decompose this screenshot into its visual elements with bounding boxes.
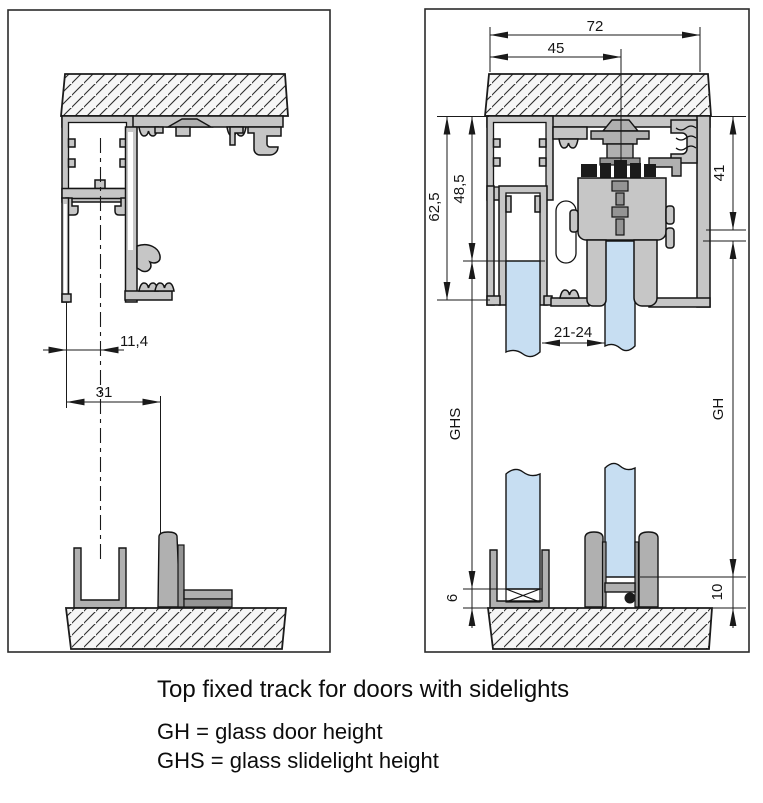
sidelight-glass-upper — [505, 260, 541, 358]
caption-ghs-legend: GHS = glass slidelight height — [157, 748, 439, 773]
dim-profile-height-label: 62,5 — [426, 192, 443, 221]
setting-block — [505, 588, 541, 603]
dim-track-offset: 31 — [66, 384, 161, 406]
dim-glass-gap-label: 21-24 — [554, 324, 592, 341]
left-panel-frame — [7, 9, 331, 653]
dim-slidelight-height: GHS — [447, 261, 476, 589]
clamp-arm-right — [633, 239, 658, 307]
ceiling-hatch — [60, 73, 289, 117]
fixing-clip-spring — [247, 126, 282, 156]
dim-door-floor-gap: 10 — [709, 577, 737, 628]
caption-gh-legend: GH = glass door height — [157, 719, 383, 744]
dim-sidelight-floor-gap-label: 6 — [444, 594, 461, 602]
dim-total-width: 72 — [489, 18, 701, 72]
clamp-arm-left — [586, 239, 607, 307]
dim-wall-offset-label: 11,4 — [120, 333, 148, 350]
track-profile — [61, 115, 284, 303]
screw-seat — [165, 118, 214, 128]
dim-sidelight-floor-gap: 6 — [444, 589, 476, 628]
left-section-view: 11,4 31 — [7, 9, 331, 653]
dim-door-top-inset-label: 41 — [711, 165, 728, 182]
dim-total-width-label: 72 — [587, 18, 604, 35]
floor-hatch-right — [486, 607, 713, 650]
dim-fixing-width: 45 — [490, 40, 621, 61]
dim-glass-gap: 21-24 — [542, 324, 605, 347]
dim-door-height-label: GH — [710, 398, 727, 421]
floor-hatch — [64, 607, 287, 650]
dim-door-height: GH — [710, 241, 737, 577]
floor-guide — [157, 531, 233, 608]
dim-glass-top-inset: 48,5 — [451, 116, 476, 261]
dim-door-floor-gap-label: 10 — [709, 584, 726, 601]
dim-door-top-inset: 41 — [711, 116, 737, 230]
sidelight-glass-lower — [505, 468, 541, 590]
gear-teeth — [581, 160, 656, 180]
profile-hook — [136, 244, 161, 273]
dim-slidelight-height-label: GHS — [447, 408, 464, 441]
dim-fixing-width-label: 45 — [548, 40, 565, 57]
dim-glass-top-inset-label: 48,5 — [451, 174, 468, 203]
right-panel-frame — [424, 8, 750, 653]
floor-guide-shoe — [584, 531, 659, 608]
dim-track-offset-label: 31 — [96, 384, 113, 401]
technical-drawing: 11,4 31 7 — [7, 8, 750, 653]
fixing-clip — [229, 126, 244, 146]
door-glass-upper — [604, 240, 636, 352]
door-glass-lower — [604, 462, 636, 578]
ceiling-hatch-right — [484, 73, 712, 117]
right-section-view: 72 45 — [424, 8, 750, 653]
dim-profile-height: 62,5 — [426, 116, 451, 300]
ceiling-clip — [670, 119, 698, 164]
roller-pin — [624, 592, 636, 604]
shoe-hardware — [601, 541, 640, 608]
caption: Top fixed track for doors with sidelight… — [157, 676, 569, 775]
caption-title: Top fixed track for doors with sidelight… — [157, 676, 570, 703]
dim-wall-offset: 11,4 — [43, 333, 148, 354]
